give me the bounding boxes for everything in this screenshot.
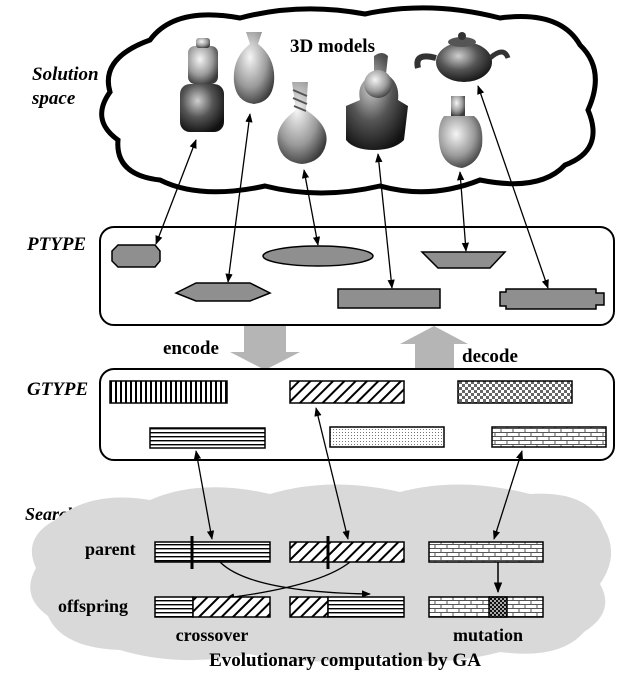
selection-arrows	[193, 407, 523, 540]
crossover-label: crossover	[176, 625, 249, 645]
gtype-label: GTYPE	[27, 379, 88, 400]
parent-3	[428, 541, 544, 563]
ptype-shape-ellipse	[262, 245, 374, 267]
model-twisted-vase	[277, 82, 327, 164]
model-gourd-vase	[346, 53, 408, 150]
model-stacked-bottle	[180, 38, 224, 132]
mapping-arrows	[155, 85, 549, 289]
ptype-shape-octagon	[111, 244, 161, 268]
parent-2	[289, 536, 405, 569]
gene-brick	[491, 426, 607, 448]
gene-checkered	[457, 380, 573, 404]
crossover-arrows	[219, 561, 371, 601]
gene-dotted	[329, 426, 445, 448]
model-teapot	[414, 32, 511, 82]
ptype-shape-notched-rect	[499, 288, 605, 310]
gene-vertical-stripes	[109, 380, 228, 404]
gene-diagonal-stripes	[289, 380, 405, 404]
parent-1	[154, 536, 271, 569]
solution-space-label-line2: space	[31, 88, 76, 109]
encode-arrow	[230, 326, 300, 370]
search-space-cloud	[30, 484, 612, 662]
gene-horizontal-stripes	[149, 427, 266, 449]
models-label: 3D models	[290, 36, 375, 57]
parent-label: parent	[85, 539, 136, 559]
mutation-label: mutation	[453, 625, 523, 645]
ptype-shape-rectangle	[337, 288, 441, 309]
encode-label: encode	[163, 338, 219, 359]
solution-space-label-line1: Solution	[32, 64, 99, 85]
offspring-2	[289, 596, 405, 618]
offspring-1	[154, 596, 271, 618]
footer-caption: Evolutionary computation by GA	[209, 650, 481, 671]
decode-arrow	[400, 326, 468, 370]
ptype-label: PTYPE	[26, 234, 86, 255]
ptype-box	[99, 226, 615, 326]
model-flask-bottle	[438, 96, 483, 168]
ptype-shape-hexagon	[174, 282, 272, 302]
offspring-label: offspring	[58, 596, 128, 616]
decode-label: decode	[462, 346, 518, 367]
offspring-3	[428, 596, 544, 618]
model-slim-vase	[233, 32, 275, 104]
